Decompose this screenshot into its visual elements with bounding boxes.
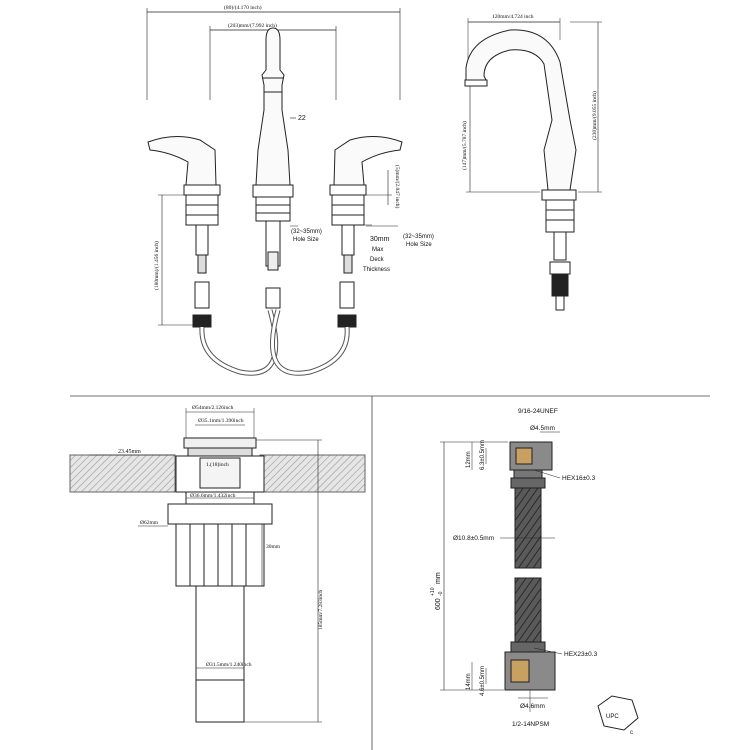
hose-bottom-thread: 1/2-14NPSM [512, 721, 549, 728]
total-height-label: (230)mm/(9.055 inch) [591, 91, 598, 140]
deck-label-max: Max [372, 247, 383, 253]
cert-text: UPC [606, 714, 619, 720]
handle-height-label: (5)mm/(2.047 inch) [394, 165, 401, 209]
cert-c-mark: c [630, 730, 633, 736]
drain-assembly [69, 408, 366, 723]
hose-bottom-insert: 4.6±0.5mm [480, 666, 486, 696]
hose-bottom-hex: HEX23±0.3 [564, 651, 598, 658]
drain-flange-diameter: Ø62mm [140, 520, 159, 526]
hose-top-bore: Ø4.5mm [530, 425, 555, 432]
drain-total-length: 185mm/7.283inch [318, 590, 324, 630]
side-view-labels: 120mm/4.724 inch (147)mm/(5.787 inch) (2… [461, 14, 598, 170]
faucet-front-view [146, 8, 403, 376]
drain-top-diameter: Ø54mm/2.126inch [192, 405, 234, 411]
hose-diameter: Ø10.8±0.5mm [453, 535, 494, 542]
drain-nut-diameter: Ø36.6mm/1.432inch [190, 493, 236, 499]
drain-nut-height: 30mm [266, 544, 281, 550]
hose-length-label: (180mm)/(1.456 inch) [153, 241, 160, 290]
deck-label-thickness: Thickness [363, 267, 390, 273]
overall-width-label: (80)/(4.170 inch) [224, 4, 262, 11]
deck-label-deck: Deck [370, 257, 385, 263]
hose-assembly [440, 431, 563, 712]
drain-inner-diameter: Ø35.1mm/1.390inch [198, 418, 244, 424]
hose-top-insert: 6.3±0.5mm [480, 440, 486, 470]
hose-length-minus: -0 [438, 591, 444, 596]
drain-tail-diameter: Ø31.5mm/1.240inch [206, 662, 252, 668]
hole-size-left-caption: Hole Size [293, 237, 319, 243]
spout-dim-label: 22 [298, 115, 306, 122]
hole-size-right-label: (32~35mm) [403, 234, 434, 240]
hose-top-hex: HEX16±0.3 [562, 475, 596, 482]
front-view-labels: (80)/(4.170 inch) (203)mm/(7.992 inch) 2… [153, 4, 434, 290]
counter-thickness-label: 23.45mm [118, 449, 141, 455]
reach-label: 120mm/4.724 inch [492, 14, 534, 20]
deck-thickness-value: 30mm [370, 236, 390, 243]
drain-labels: Ø54mm/2.126inch Ø35.1mm/1.390inch 23.45m… [118, 405, 324, 668]
upc-cert-badge: UPC c [597, 695, 639, 736]
hose-length-unit: mm [435, 572, 442, 584]
hole-size-right-caption: Hole Size [406, 242, 432, 248]
section-dividers [70, 395, 710, 750]
hose-labels: 9/16-24UNEF Ø4.5mm 12mm 6.3±0.5mm HEX16±… [430, 408, 598, 728]
hose-top-thread: 9/16-24UNEF [518, 408, 558, 415]
hose-top-length: 12mm [466, 451, 472, 468]
hose-bottom-length: 14mm [466, 673, 472, 690]
faucet-side-view [464, 18, 602, 311]
hose-length-group: 600 +10 -0 mm [430, 572, 444, 610]
spread-width-label: (203)mm/(7.992 inch) [228, 22, 277, 29]
spout-height-label: (147)mm/(5.787 inch) [461, 121, 468, 170]
hose-length-plus: +10 [430, 587, 436, 596]
hose-bottom-bore: Ø4.6mm [520, 703, 545, 710]
hose-length-base: 600 [435, 598, 442, 610]
hole-size-left-label: (32~35mm) [291, 229, 322, 235]
drain-thread-label: 1.(18)inch [206, 461, 229, 468]
